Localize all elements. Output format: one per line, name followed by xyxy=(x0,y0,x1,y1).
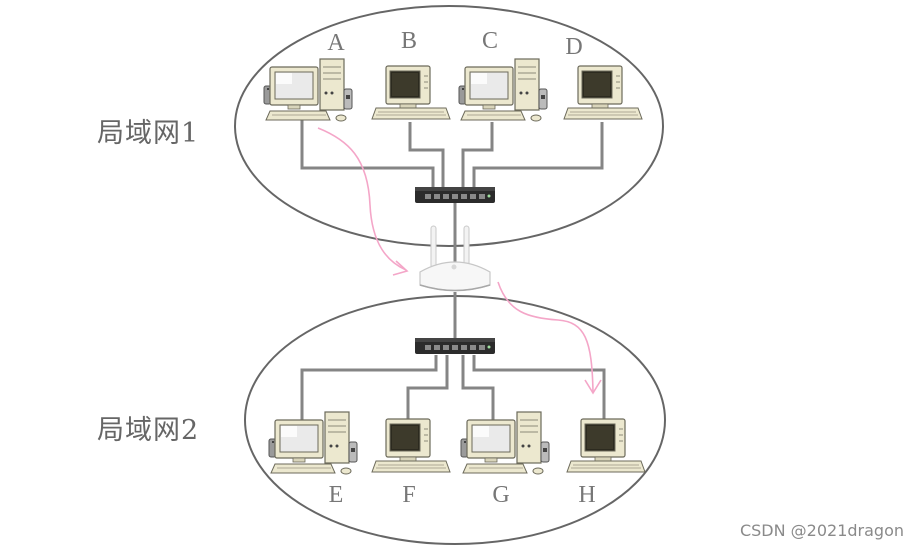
arrow-a-to-router-head xyxy=(392,260,409,276)
computer-c xyxy=(458,58,548,122)
computer-h xyxy=(566,418,646,473)
computer-g xyxy=(460,411,550,475)
lan1-boundary xyxy=(234,5,664,247)
computer-b xyxy=(371,65,451,120)
computer-a xyxy=(263,58,353,122)
computer-f-label: F xyxy=(402,482,416,508)
lan2-cables xyxy=(300,292,606,425)
computer-g-label: G xyxy=(492,482,510,508)
csdn-watermark: CSDN @2021dragon xyxy=(739,521,904,540)
router xyxy=(419,225,491,292)
computer-b-label: B xyxy=(400,28,417,54)
computer-f xyxy=(371,418,451,473)
lan1-cables xyxy=(300,118,604,268)
computer-c-label: C xyxy=(481,28,498,54)
data-flow-arrows xyxy=(317,127,602,395)
arrow-a-to-router xyxy=(317,127,407,271)
computer-d-label: D xyxy=(565,34,583,60)
lan2-switch xyxy=(415,338,495,354)
computer-d xyxy=(563,65,643,120)
arrow-router-to-h xyxy=(497,281,594,393)
lan1-switch xyxy=(415,187,495,203)
computer-h-label: H xyxy=(578,482,596,508)
computer-e-label: E xyxy=(328,482,344,508)
lan1-label: 局域网1 xyxy=(97,118,200,149)
lan2-label: 局域网2 xyxy=(97,415,200,446)
computer-e xyxy=(268,411,358,475)
computer-a-label: A xyxy=(327,30,345,56)
arrow-router-to-h-head xyxy=(584,379,602,395)
